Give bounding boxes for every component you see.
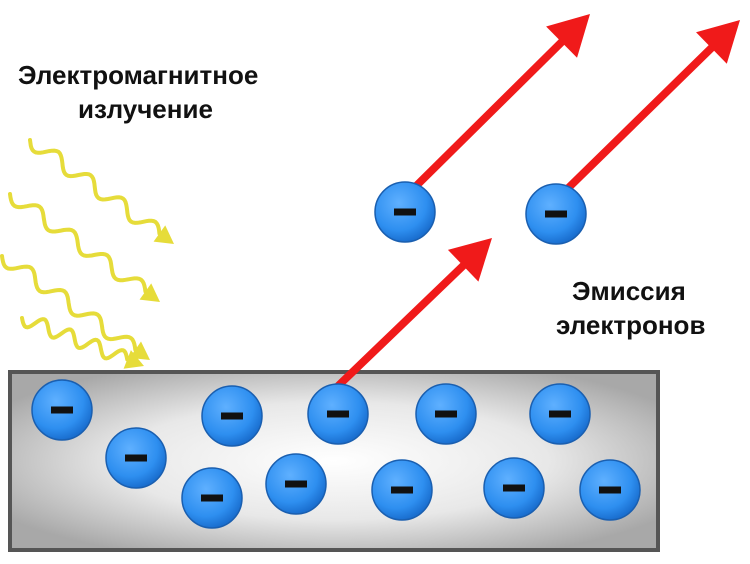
emission-arrow-head-3 (447, 238, 492, 282)
electron (105, 427, 167, 489)
minus-sign-icon (549, 410, 571, 418)
emitted-electron (525, 183, 587, 245)
radiation-wave-arrowhead-2 (139, 283, 160, 302)
electron (181, 467, 243, 529)
minus-sign-icon (221, 412, 243, 420)
minus-sign-icon (503, 484, 525, 492)
electron (265, 453, 327, 515)
minus-sign-icon (599, 486, 621, 494)
minus-sign-icon (435, 410, 457, 418)
emission-arrow-shaft-3 (335, 260, 469, 389)
emission-label-line1: Эмиссия (572, 276, 686, 306)
emission-arrow-shaft-2 (553, 42, 717, 203)
radiation-wave-1 (28, 138, 162, 236)
minus-sign-icon (545, 210, 567, 218)
minus-sign-icon (391, 486, 413, 494)
minus-sign-icon (51, 406, 73, 414)
radiation-wave-4 (20, 316, 130, 362)
minus-sign-icon (327, 410, 349, 418)
emission-arrow-shaft-1 (403, 36, 568, 199)
emitted-electron (374, 181, 436, 243)
electron (415, 383, 477, 445)
minus-sign-icon (125, 454, 147, 462)
electron (371, 459, 433, 521)
electron (201, 385, 263, 447)
electron (529, 383, 591, 445)
electron (307, 383, 369, 445)
electron (31, 379, 93, 441)
radiation-label-line1: Электромагнитное (18, 60, 258, 90)
electron (579, 459, 641, 521)
radiation-wave-2 (8, 192, 148, 294)
emission-arrows (335, 14, 740, 389)
emission-arrow-head-1 (546, 14, 590, 58)
emission-label-line2: электронов (556, 310, 705, 340)
radiation-wave-arrowhead-1 (153, 225, 174, 244)
minus-sign-icon (394, 208, 416, 216)
minus-sign-icon (285, 480, 307, 488)
minus-sign-icon (201, 494, 223, 502)
radiation-wave-arrowhead-4 (123, 350, 144, 369)
radiation-label-line2: излучение (78, 94, 213, 124)
electrons (31, 181, 641, 529)
electron (483, 457, 545, 519)
emission-arrow-head-2 (696, 20, 740, 64)
radiation-wave-3 (0, 254, 138, 352)
radiation-waves (0, 138, 174, 369)
